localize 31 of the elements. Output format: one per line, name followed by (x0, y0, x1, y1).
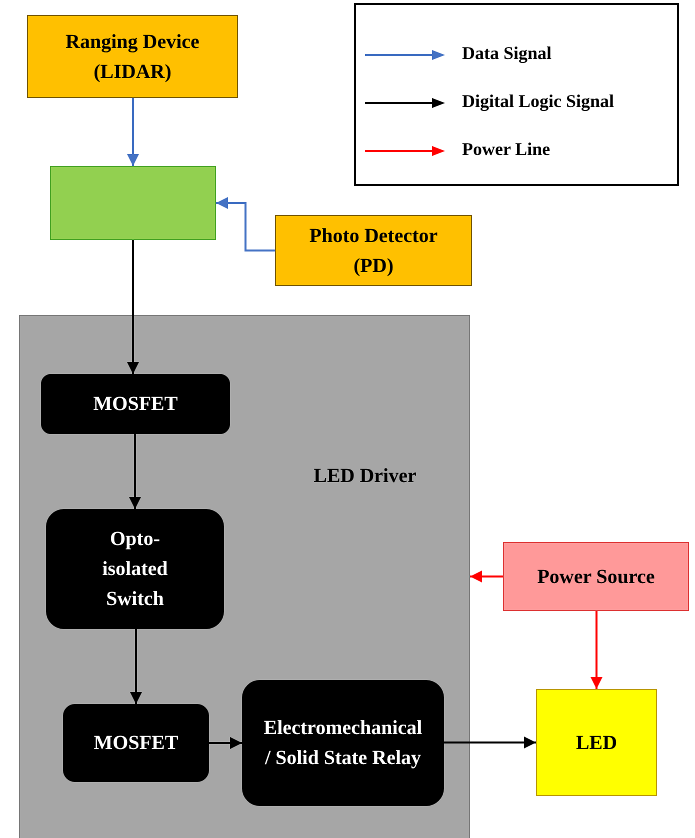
arrow (470, 570, 503, 582)
arrow (127, 98, 139, 166)
process-box (46, 509, 224, 629)
arrow (129, 434, 141, 509)
box-label: MOSFET (94, 731, 178, 756)
legend-label: Digital Logic Signal (462, 91, 614, 112)
process-box (41, 374, 230, 434)
arrow (127, 240, 139, 374)
legend-label: Data Signal (462, 43, 552, 64)
box-label: LED (576, 730, 618, 756)
box-label: Power Source (537, 564, 655, 590)
arrow (209, 737, 242, 749)
output-box (536, 689, 657, 796)
arrow (216, 197, 275, 252)
box-label: Electromechanical / Solid State Relay (262, 716, 424, 771)
box-label: Ranging Device (LIDAR) (64, 30, 200, 84)
arrow (130, 629, 142, 704)
arrow (444, 736, 536, 748)
process-box (63, 704, 209, 782)
box-label: MOSFET (93, 392, 178, 417)
power-box (503, 542, 689, 611)
legend-label: Power Line (462, 139, 550, 160)
computer-box (50, 166, 216, 240)
sensor-box (275, 215, 472, 286)
arrow (590, 611, 602, 689)
box-label: Photo Detector (PD) (308, 224, 439, 278)
device-box (27, 15, 238, 98)
group-label: LED Driver (312, 464, 418, 489)
driver-group (19, 315, 470, 838)
box-label: Opto-isolated Switch (101, 527, 169, 612)
process-box (242, 680, 444, 806)
